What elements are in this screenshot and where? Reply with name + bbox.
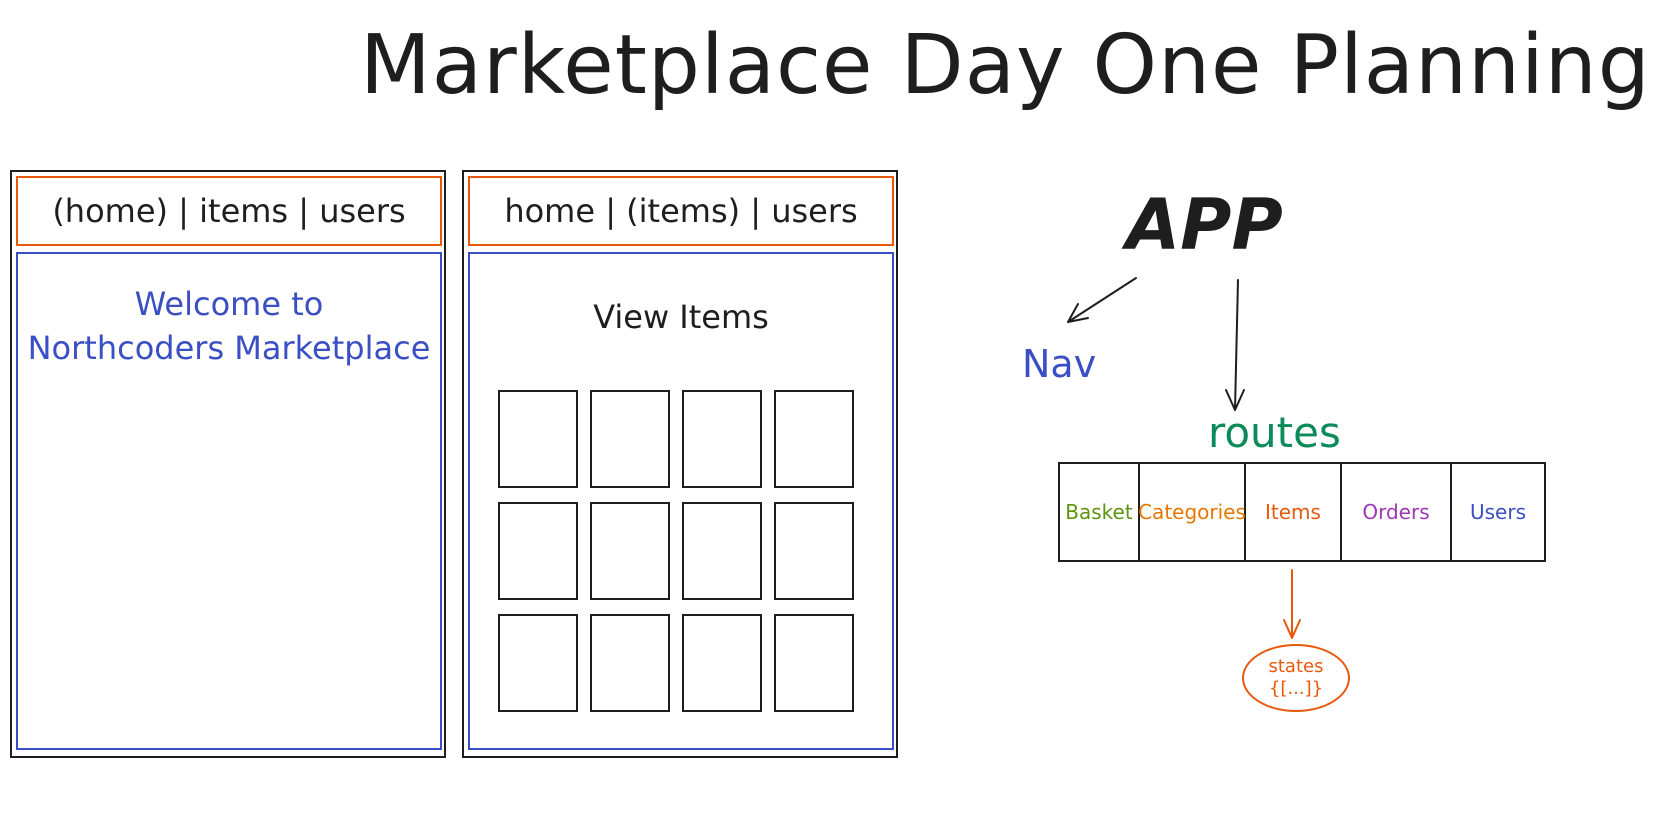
route-label: Categories [1138,500,1246,524]
item-card-placeholder [498,390,578,488]
states-bubble: states {[...]} [1242,644,1350,712]
item-card-placeholder [682,390,762,488]
route-label: Orders [1362,500,1430,524]
item-card-placeholder [590,390,670,488]
items-nav-bar: home | (items) | users [468,176,894,246]
route-label: Items [1265,500,1321,524]
welcome-line-2: Northcoders Marketplace [27,329,431,367]
route-cell-categories: Categories [1138,464,1246,560]
app-to-routes-arrow [1225,279,1245,411]
items-nav-text: home | (items) | users [504,192,858,230]
routes-label: routes [1208,408,1341,457]
item-card-placeholder [590,614,670,712]
items-grid [498,390,858,720]
welcome-message: Welcome to Northcoders Marketplace [18,282,440,370]
items-to-states-arrow [1283,569,1301,639]
route-cell-basket: Basket [1060,464,1140,560]
item-card-placeholder [774,502,854,600]
route-label: Basket [1065,500,1133,524]
app-to-nav-arrow [1067,277,1137,323]
route-label: Users [1469,500,1526,524]
home-content-area: Welcome to Northcoders Marketplace [16,252,442,750]
route-cell-users: Users [1452,464,1544,560]
item-card-placeholder [682,502,762,600]
item-card-placeholder [774,614,854,712]
nav-label: Nav [1022,342,1097,386]
view-items-heading: View Items [593,298,769,336]
home-nav-bar: (home) | items | users [16,176,442,246]
item-card-placeholder [774,390,854,488]
items-wireframe: home | (items) | users View Items [462,170,898,758]
states-label: states [1268,656,1324,677]
route-cell-orders: Orders [1342,464,1452,560]
home-nav-text: (home) | items | users [52,192,406,230]
home-wireframe: (home) | items | users Welcome to Northc… [10,170,446,758]
item-card-placeholder [682,614,762,712]
app-label: APP [1126,184,1283,266]
item-card-placeholder [498,614,578,712]
page-title: Marketplace Day One Planning [360,18,1651,113]
items-content-area: View Items [468,252,894,750]
states-value: {[...]} [1268,678,1324,699]
item-card-placeholder [590,502,670,600]
item-card-placeholder [498,502,578,600]
route-cell-items: Items [1246,464,1342,560]
welcome-line-1: Welcome to [134,285,324,323]
